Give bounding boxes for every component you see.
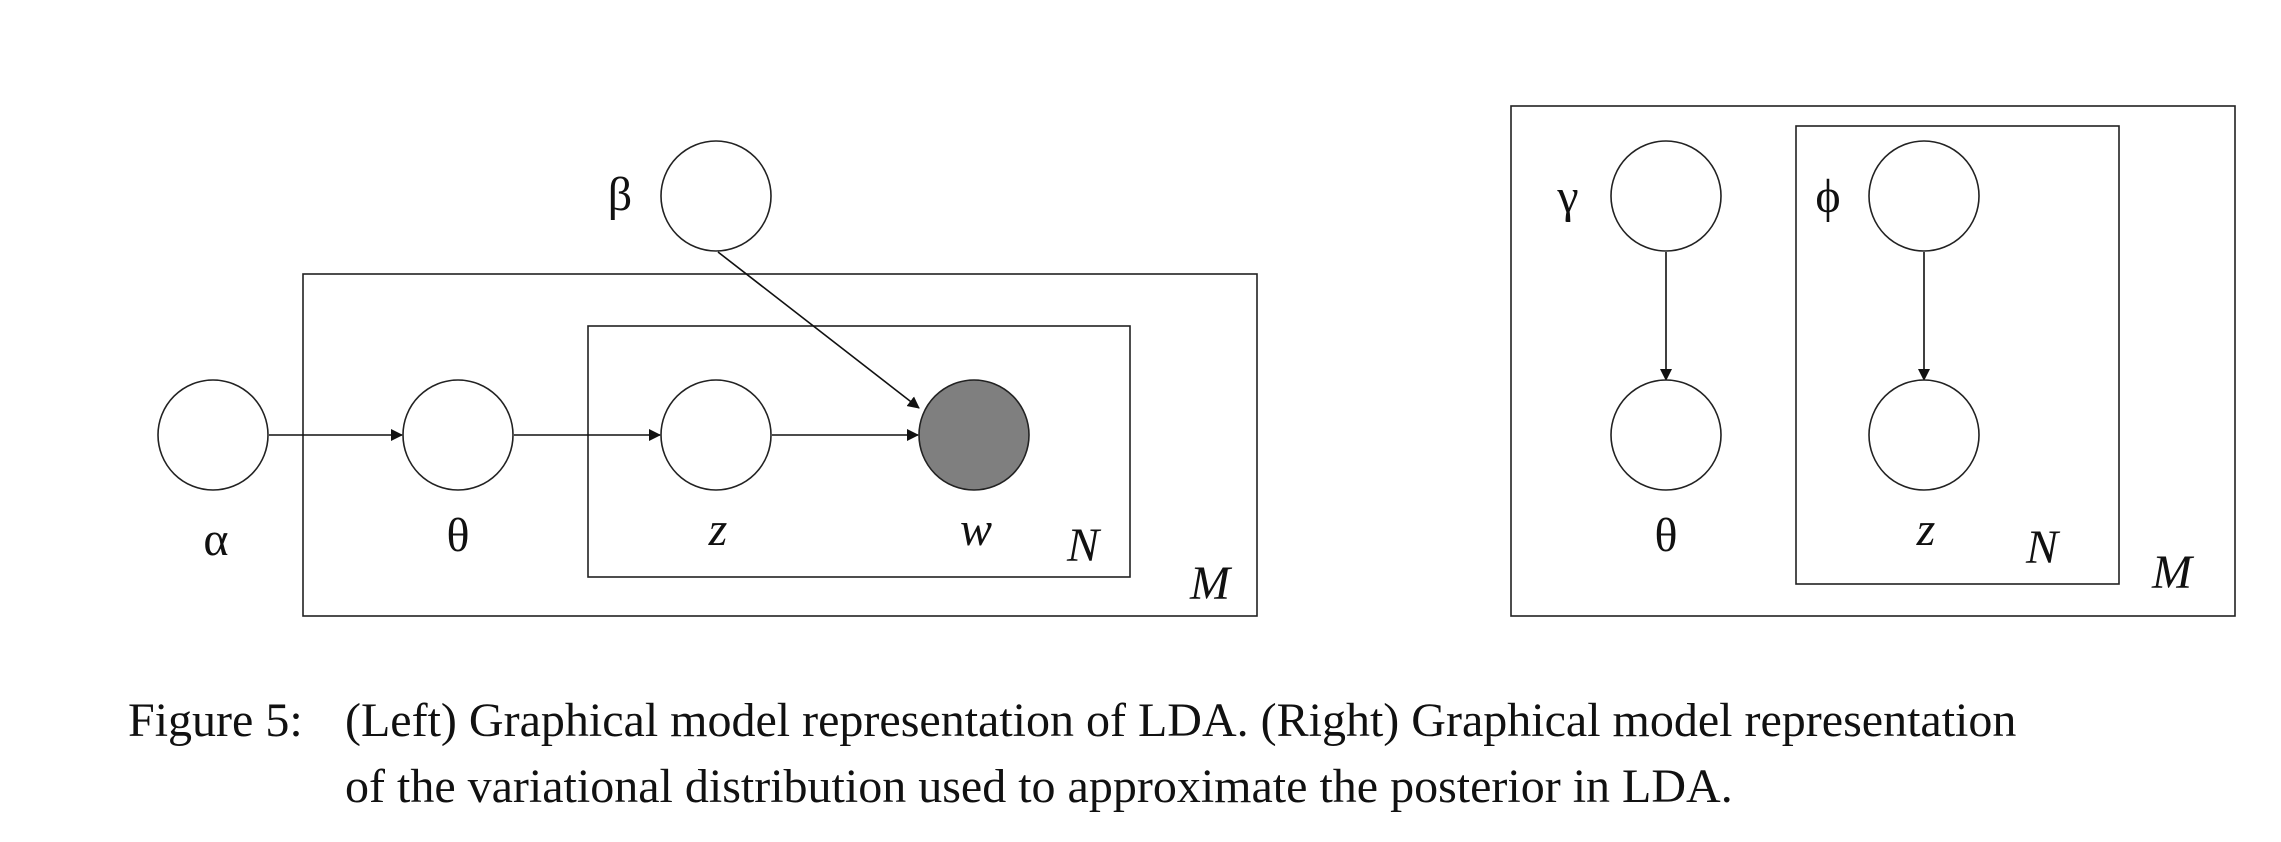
node-phi xyxy=(1868,140,1980,252)
label-theta: θ xyxy=(447,509,470,562)
right-plate-m xyxy=(1510,105,2236,617)
label-theta-right: θ xyxy=(1655,509,1678,562)
label-z-right: z xyxy=(1916,503,1936,556)
label-phi: ϕ xyxy=(1815,170,1840,223)
figure-caption: Figure 5: (Left) Graphical model represe… xyxy=(128,688,2238,820)
label-plate-n-right: N xyxy=(2025,521,2061,574)
label-plate-m-left: M xyxy=(1189,557,1233,610)
caption-line-1: (Left) Graphical model representation of… xyxy=(345,694,2017,747)
node-z xyxy=(660,379,772,491)
label-w: w xyxy=(960,503,992,556)
right-model-variational: γ θ ϕ z N M xyxy=(1510,105,2236,617)
node-theta xyxy=(402,379,514,491)
left-plate-m xyxy=(302,273,1258,617)
node-beta xyxy=(660,140,772,252)
left-plate-n xyxy=(587,325,1131,578)
label-z: z xyxy=(708,503,728,556)
edge-beta-w xyxy=(717,251,920,409)
label-plate-m-right: M xyxy=(2151,546,2195,599)
node-alpha xyxy=(157,379,269,491)
left-model-lda: α θ z w β N M xyxy=(157,140,1258,617)
caption-figure-number: Figure 5: xyxy=(128,694,303,747)
node-gamma xyxy=(1610,140,1722,252)
label-gamma: γ xyxy=(1556,170,1578,223)
node-z-right xyxy=(1868,379,1980,491)
right-plate-n xyxy=(1795,125,2120,585)
label-beta: β xyxy=(608,168,632,221)
caption-line-2: of the variational distribution used to … xyxy=(345,760,1733,813)
label-alpha: α xyxy=(203,513,228,566)
node-w-observed xyxy=(918,379,1030,491)
node-theta-right xyxy=(1610,379,1722,491)
label-plate-n-left: N xyxy=(1066,519,1102,572)
